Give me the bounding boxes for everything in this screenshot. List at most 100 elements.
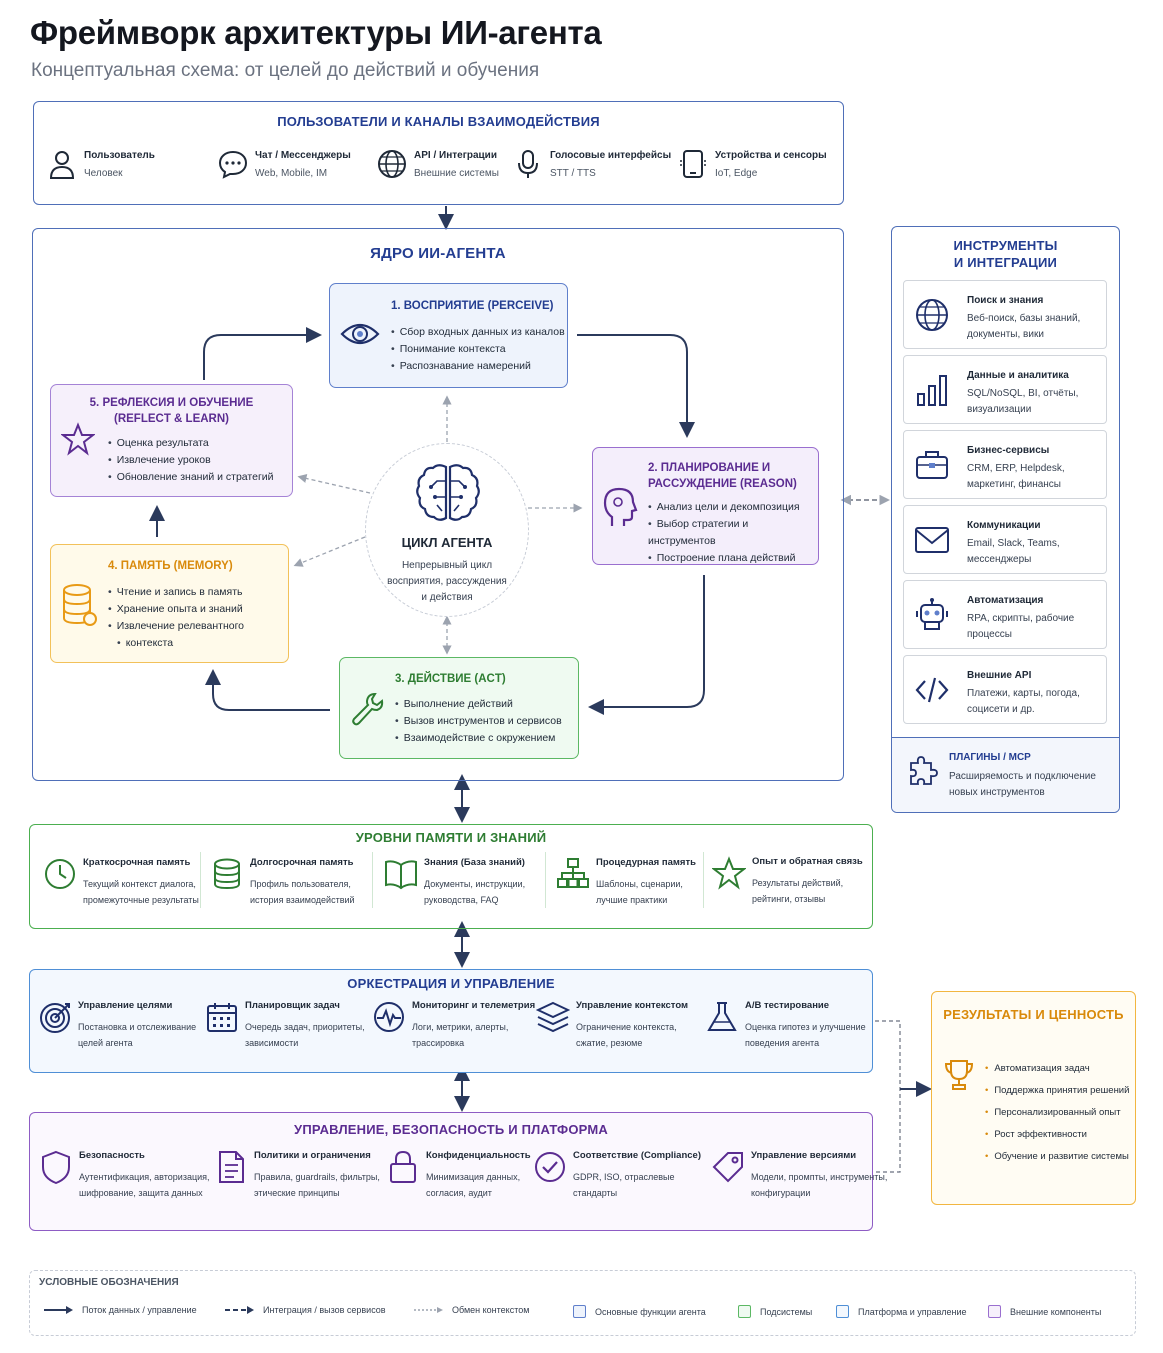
tool-business[interactable]: Бизнес-сервисы CRM, ERP, Helpdesk,маркет… — [903, 430, 1107, 499]
cycle-desc-line: и действия — [421, 592, 473, 603]
channel-desc: Человек — [84, 168, 123, 179]
legend-label: Интеграция / вызов сервисов — [263, 1305, 386, 1315]
arrow-reflect-perceive — [203, 327, 322, 380]
level-desc: Результаты действий,рейтинги, отзывы — [752, 875, 863, 907]
list-item: Построение плана действий — [648, 550, 818, 567]
reflect-title: 5. РЕФЛЕКСИЯ И ОБУЧЕНИЕ(REFLECT & LEARN) — [51, 395, 292, 427]
level-desc-line: рейтинги, отзывы — [752, 894, 826, 904]
tool-data[interactable]: Данные и аналитика SQL/NoSQL, BI, отчёты… — [903, 355, 1107, 424]
plugins-section[interactable]: ПЛАГИНЫ / MCP Расширяемость и подключени… — [892, 737, 1119, 812]
tools-title-line-2: И ИНТЕГРАЦИИ — [953, 255, 1058, 270]
orchestration-name: A/B тестирование — [745, 1000, 830, 1011]
orchestration-desc-line: зависимости — [245, 1038, 299, 1048]
code-icon — [915, 677, 949, 703]
orchestration-desc-line: Логи, метрики, алерты, — [412, 1022, 509, 1032]
legend-item-context: Обмен контекстом — [414, 1305, 529, 1315]
tool-search[interactable]: Поиск и знания Веб-поиск, базы знаний,до… — [903, 280, 1107, 349]
plugins-desc-line: Расширяемость и подключение — [949, 771, 1096, 782]
legend-swatch — [836, 1305, 849, 1318]
core-title: ЯДРО ИИ-АГЕНТА — [370, 245, 506, 262]
reason-title-line-2: РАССУЖДЕНИЕ (REASON) — [648, 478, 797, 490]
lock-icon — [390, 1150, 416, 1183]
list-item: Анализ цели и декомпозиция — [648, 499, 818, 516]
divider — [200, 852, 201, 908]
shield-icon — [42, 1150, 70, 1184]
orchestration-desc-line: трассировка — [412, 1038, 465, 1048]
list-item: Рост эффективности — [985, 1129, 1129, 1151]
orchestration-desc: Очередь задач, приоритеты, зависимости — [245, 1019, 365, 1051]
reflect-box[interactable]: 5. РЕФЛЕКСИЯ И ОБУЧЕНИЕ(REFLECT & LEARN)… — [50, 384, 293, 497]
act-title: 3. ДЕЙСТВИЕ (ACT) — [395, 673, 506, 685]
plugins-name: ПЛАГИНЫ / MCP — [949, 752, 1031, 763]
trophy-icon — [944, 1060, 974, 1090]
list-item-text: контекста — [125, 637, 174, 649]
arrow-reason-act — [588, 575, 705, 715]
tool-desc-line: Веб-поиск, базы знаний, — [967, 313, 1081, 324]
tool-communications[interactable]: Коммуникации Email, Slack, Teams,мессенд… — [903, 505, 1107, 574]
legend-label: Поток данных / управление — [82, 1305, 197, 1315]
level-desc-line: лучшие практики — [596, 895, 668, 905]
microphone-icon — [518, 150, 538, 178]
legend-label: Внешние компоненты — [1010, 1306, 1102, 1317]
channel-name: API / Интеграции — [414, 150, 497, 161]
list-item: Распознавание намерений — [391, 358, 565, 375]
brain-icon — [416, 464, 480, 521]
legend-swatch — [573, 1305, 586, 1318]
level-name: Долгосрочная память — [250, 857, 354, 868]
legend-item-subsystems: Подсистемы — [738, 1305, 812, 1318]
users-panel-title: ПОЛЬЗОВАТЕЛИ И КАНАЛЫ ВЗАИМОДЕЙСТВИЯ — [277, 114, 600, 129]
orchestration-name: Управление целями — [78, 1000, 173, 1011]
reflect-title-line-2: (REFLECT & LEARN) — [114, 413, 229, 425]
arrow-act-memory — [205, 669, 330, 711]
reason-list: Анализ цели и декомпозиция Выбор стратег… — [648, 499, 818, 567]
act-box[interactable]: 3. ДЕЙСТВИЕ (ACT) Выполнение действий Вы… — [339, 657, 579, 759]
tool-external-api[interactable]: Внешние API Платежи, карты, погода,социс… — [903, 655, 1107, 724]
channel-name: Чат / Мессенджеры — [255, 150, 351, 161]
level-name: Опыт и обратная связь — [752, 856, 863, 867]
flask-icon — [707, 1002, 737, 1031]
level-desc-line: история взаимодействий — [250, 895, 355, 905]
memory-level-knowledge[interactable]: Знания (База знаний)Документы, инструкци… — [384, 857, 525, 908]
list-item: Оценка результата — [108, 435, 274, 452]
tool-name: Внешние API — [967, 670, 1032, 681]
level-desc: Текущий контекст диалога,промежуточные р… — [83, 876, 199, 908]
users-panel: ПОЛЬЗОВАТЕЛИ И КАНАЛЫ ВЗАИМОДЕЙСТВИЯ — [33, 101, 844, 205]
memory-box[interactable]: 4. ПАМЯТЬ (MEMORY) Чтение и запись в пам… — [50, 544, 289, 663]
governance-desc-line: Минимизация данных, — [426, 1172, 521, 1182]
solid-arrow-icon — [44, 1306, 73, 1314]
memory-levels-title: УРОВНИ ПАМЯТИ И ЗНАНИЙ — [355, 830, 547, 845]
memory-title: 4. ПАМЯТЬ (MEMORY) — [108, 560, 233, 572]
bar-chart-icon — [917, 375, 947, 406]
plugins-desc-line: новых инструментов — [949, 787, 1045, 798]
governance-desc-line: конфигурации — [751, 1188, 811, 1198]
orchestration-panel: ОРКЕСТРАЦИЯ И УПРАВЛЕНИЕ — [29, 969, 873, 1073]
orchestration-desc-line: Очередь задач, приоритеты, — [245, 1022, 365, 1032]
list-item: Автоматизация задач — [985, 1063, 1129, 1085]
perceive-box[interactable]: 1. ВОСПРИЯТИЕ (PERCEIVE) Сбор входных да… — [329, 283, 568, 388]
tool-desc-line: CRM, ERP, Helpdesk, — [967, 463, 1065, 474]
legend-label: Платформа и управление — [858, 1306, 967, 1317]
governance-compliance[interactable]: Соответствие (Compliance)GDPR, ISO, отра… — [533, 1150, 701, 1201]
